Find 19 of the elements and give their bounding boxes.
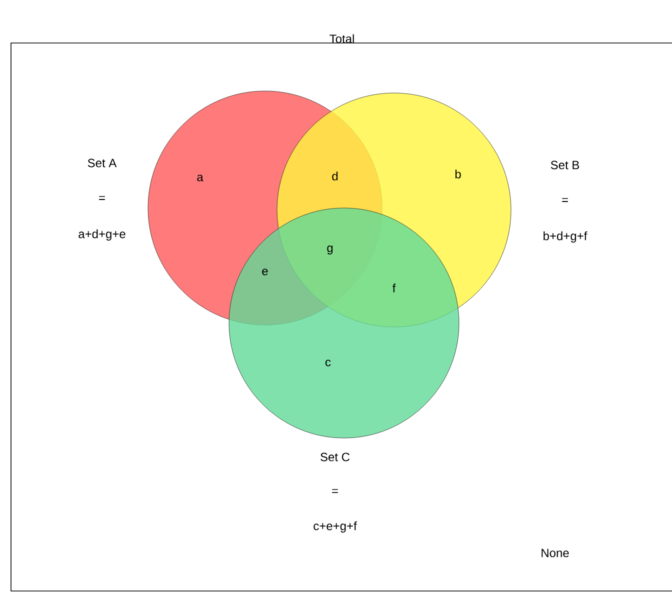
region-letter: b (455, 170, 461, 178)
set-formula: a+d+g+e (78, 229, 126, 241)
region-label: None (542, 548, 569, 558)
set-circle (228, 208, 460, 438)
set-formula: b+d+g+f (544, 231, 588, 243)
set-formula: Set B (550, 160, 580, 170)
region-letter: a (197, 174, 204, 182)
region-letter: g (327, 246, 333, 254)
set-formula: c+e+g+f (314, 521, 357, 533)
region-letter: e (262, 268, 268, 276)
region-letter: f (392, 284, 396, 292)
set-formula: Set A (88, 158, 117, 168)
region-letter: c (326, 360, 331, 366)
set-formula: Set C (320, 452, 350, 462)
region-letter: d (332, 172, 338, 180)
set-formula: = (332, 489, 338, 493)
frame-title: Total (330, 34, 354, 44)
set-formula: = (99, 196, 105, 200)
set-formula: = (562, 198, 568, 202)
